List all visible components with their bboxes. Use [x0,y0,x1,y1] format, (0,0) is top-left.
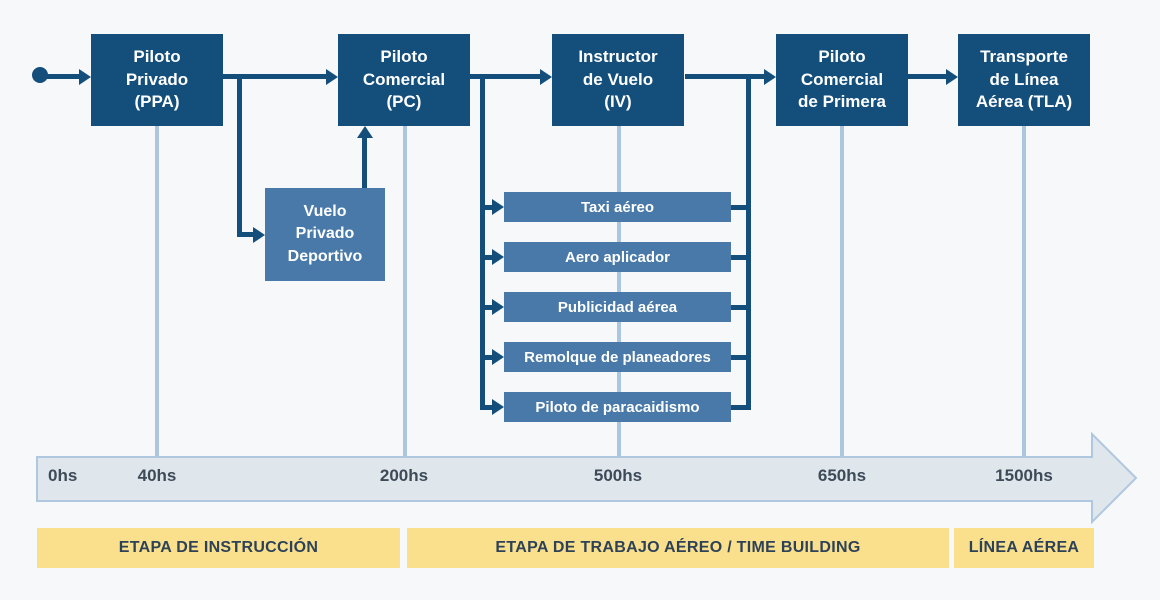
station-label: Instructor de Vuelo (IV) [578,47,658,112]
branch-line-vpd [237,74,242,235]
flow-line [908,74,947,79]
stage-bar-trabajo-aereo: ETAPA DE TRABAJO AÉREO / TIME BUILDING [407,528,949,568]
specialty-box-publicidad-aerea: Publicidad aérea [504,292,731,322]
specialty-stub-line [480,405,493,410]
arrow-right-icon [492,349,504,365]
arrow-right-icon [946,69,958,85]
specialty-stub-line [480,305,493,310]
specialty-stub-line [480,205,493,210]
specialty-label: Publicidad aérea [557,298,678,316]
arrow-right-icon [492,249,504,265]
specialty-stub-line [731,205,751,210]
stage-label: LÍNEA AÉREA [968,539,1080,556]
specialty-label: Piloto de paracaidismo [535,398,700,416]
specialty-stub-line [480,355,493,360]
specialty-stub-line [480,255,493,260]
specialty-box-remolque-planeadores: Remolque de planeadores [504,342,731,372]
flow-line [470,74,541,79]
branch-line-vpd-up [362,137,367,189]
specialty-box-piloto-paracaidismo: Piloto de paracaidismo [504,392,731,422]
specialty-label: Remolque de planeadores [524,348,711,366]
tick-label-500hs: 500hs [593,466,643,485]
specialty-label: Taxi aéreo [580,198,655,216]
side-branch-box-vuelo-privado-deportivo: Vuelo Privado Deportivo [265,188,385,281]
specialty-label: Aero aplicador [564,248,671,266]
arrow-right-icon [492,299,504,315]
station-label: Transporte de Línea Aérea (TLA) [975,47,1073,112]
specialty-box-taxi-aereo: Taxi aéreo [504,192,731,222]
tick-label-1500hs: 1500hs [995,466,1053,485]
tick-label-40hs: 40hs [137,466,177,485]
specialty-stub-line [731,355,751,360]
arrow-right-icon [326,69,338,85]
start-node [32,67,48,83]
arrow-right-icon [253,227,265,243]
station-label: Piloto Comercial (PC) [362,47,446,112]
flow-line [46,74,80,79]
timeline-arrow-shape [36,431,1138,525]
arrow-right-icon [540,69,552,85]
specialty-stub-line [731,305,751,310]
branch-line-vpd [237,232,254,237]
arrow-right-icon [492,199,504,215]
stage-bar-linea-aerea: LÍNEA AÉREA [954,528,1094,568]
stage-label: ETAPA DE INSTRUCCIÓN [118,539,319,556]
timeline-connector-line-tla [1022,126,1026,457]
specialty-box-aero-aplicador: Aero aplicador [504,242,731,272]
tick-label-200hs: 200hs [379,466,429,485]
station-box-pcp: Piloto Comercial de Primera [776,34,908,126]
station-box-pc: Piloto Comercial (PC) [338,34,470,126]
side-branch-label: Vuelo Privado Deportivo [287,202,363,265]
specialties-right-connector [746,74,751,410]
station-box-iv: Instructor de Vuelo (IV) [552,34,684,126]
specialties-left-connector [480,74,485,410]
station-label: Piloto Comercial de Primera [798,47,886,112]
specialty-stub-line [731,255,751,260]
timeline-connector-line-ppa [155,126,159,457]
station-box-tla: Transporte de Línea Aérea (TLA) [958,34,1090,126]
tick-label-650hs: 650hs [817,466,867,485]
station-box-ppa: Piloto Privado (PPA) [91,34,223,126]
arrow-right-icon [764,69,776,85]
tick-label-0hs: 0hs [48,466,78,485]
arrow-up-icon [357,126,373,138]
flow-line [223,74,327,79]
flow-line [685,74,765,79]
timeline-connector-line-iv [617,126,621,457]
station-label: Piloto Privado (PPA) [125,47,189,112]
stage-label: ETAPA DE TRABAJO AÉREO / TIME BUILDING [495,539,861,556]
arrow-right-icon [492,399,504,415]
stage-bar-instruccion: ETAPA DE INSTRUCCIÓN [37,528,400,568]
timeline-connector-line-pcp [840,126,844,457]
specialty-stub-line [731,405,751,410]
arrow-right-icon [79,69,91,85]
timeline-connector-line-pc [403,126,407,457]
